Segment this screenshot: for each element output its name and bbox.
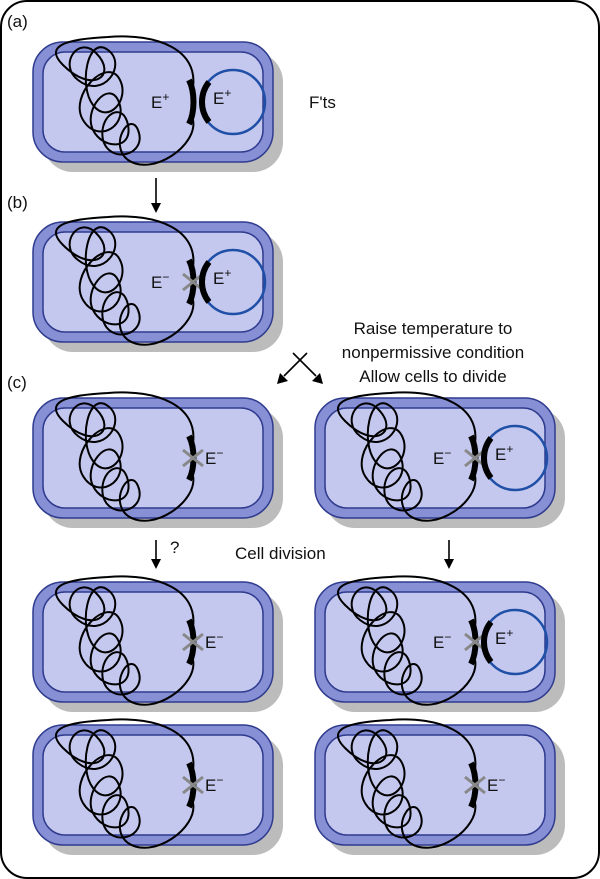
cell-membrane: [42, 407, 264, 509]
chromosome-gene-label-e-minus: E−: [433, 446, 451, 468]
chromosome-gene-label-e-minus: E−: [487, 773, 505, 795]
cell-d-right-2: E−: [314, 718, 565, 855]
arrows-layer: [151, 178, 454, 569]
plasmid-e-gene: [480, 620, 494, 664]
cell-membrane: [324, 734, 546, 836]
chromosome-gene-label-e-minus: E−: [151, 270, 169, 292]
plasmid-gene-label-e-plus: E+: [213, 266, 231, 288]
cells-layer: E+ E+ E− E+ E− E− E+ E− E− E+ E− E−: [32, 35, 565, 855]
fts-label: F'ts: [309, 93, 336, 112]
raise-temperature-label: Raise temperature to: [354, 319, 513, 338]
chromosome-e-gene: [186, 78, 197, 126]
chromosome-gene-label-e-minus: E−: [205, 630, 223, 652]
plasmid-gene-label-e-plus: E+: [495, 442, 513, 464]
plasmid-e-gene: [198, 80, 212, 124]
arrow-b-to-c-left: [277, 352, 308, 384]
arrow-left-division: [151, 540, 161, 569]
mutation-x-mark: [182, 775, 204, 795]
plasmid-gene-label-e-plus: E+: [495, 626, 513, 648]
chromosome-gene-label-e-minus: E−: [433, 630, 451, 652]
cell-c-right: E− E+: [314, 391, 565, 528]
cell-a: E+ E+: [32, 35, 283, 172]
cell-membrane: [324, 591, 546, 693]
arrow-a-to-b: [151, 178, 161, 213]
cell-d-left-1: E−: [32, 575, 283, 712]
cell-division-label: Cell division: [235, 544, 326, 563]
mutation-x-mark: [182, 448, 204, 468]
cell-membrane: [42, 231, 264, 333]
cell-c-left: E−: [32, 391, 283, 528]
chromosome-gene-label-e-minus: E−: [205, 446, 223, 468]
plasmid-e-gene: [198, 260, 212, 304]
cell-b: E− E+: [32, 215, 283, 352]
allow-divide-label: Allow cells to divide: [359, 367, 506, 386]
cell-d-left-2: E−: [32, 718, 283, 855]
cell-membrane: [42, 734, 264, 836]
chromosome-gene-label-e-minus: E−: [205, 773, 223, 795]
plasmid-gene-label-e-plus: E+: [213, 86, 231, 108]
panel-label-c: (c): [7, 373, 27, 392]
arrow-b-to-c-right: [292, 352, 323, 384]
cell-membrane: [42, 591, 264, 693]
panel-label-b: (b): [7, 193, 28, 212]
cell-membrane: [324, 407, 546, 509]
chromosome-gene-label-e-plus: E+: [151, 90, 169, 112]
cell-d-right-1: E− E+: [314, 575, 565, 712]
cell-membrane: [42, 51, 264, 153]
nonpermissive-condition-label: nonpermissive condition: [342, 343, 524, 362]
arrow-right-division: [444, 540, 454, 569]
panel-label-a: (a): [7, 12, 28, 31]
mutation-x-mark: [182, 632, 204, 652]
plasmid-e-gene: [480, 436, 494, 480]
mutation-x-mark: [464, 775, 486, 795]
question-mark: ?: [170, 538, 179, 557]
